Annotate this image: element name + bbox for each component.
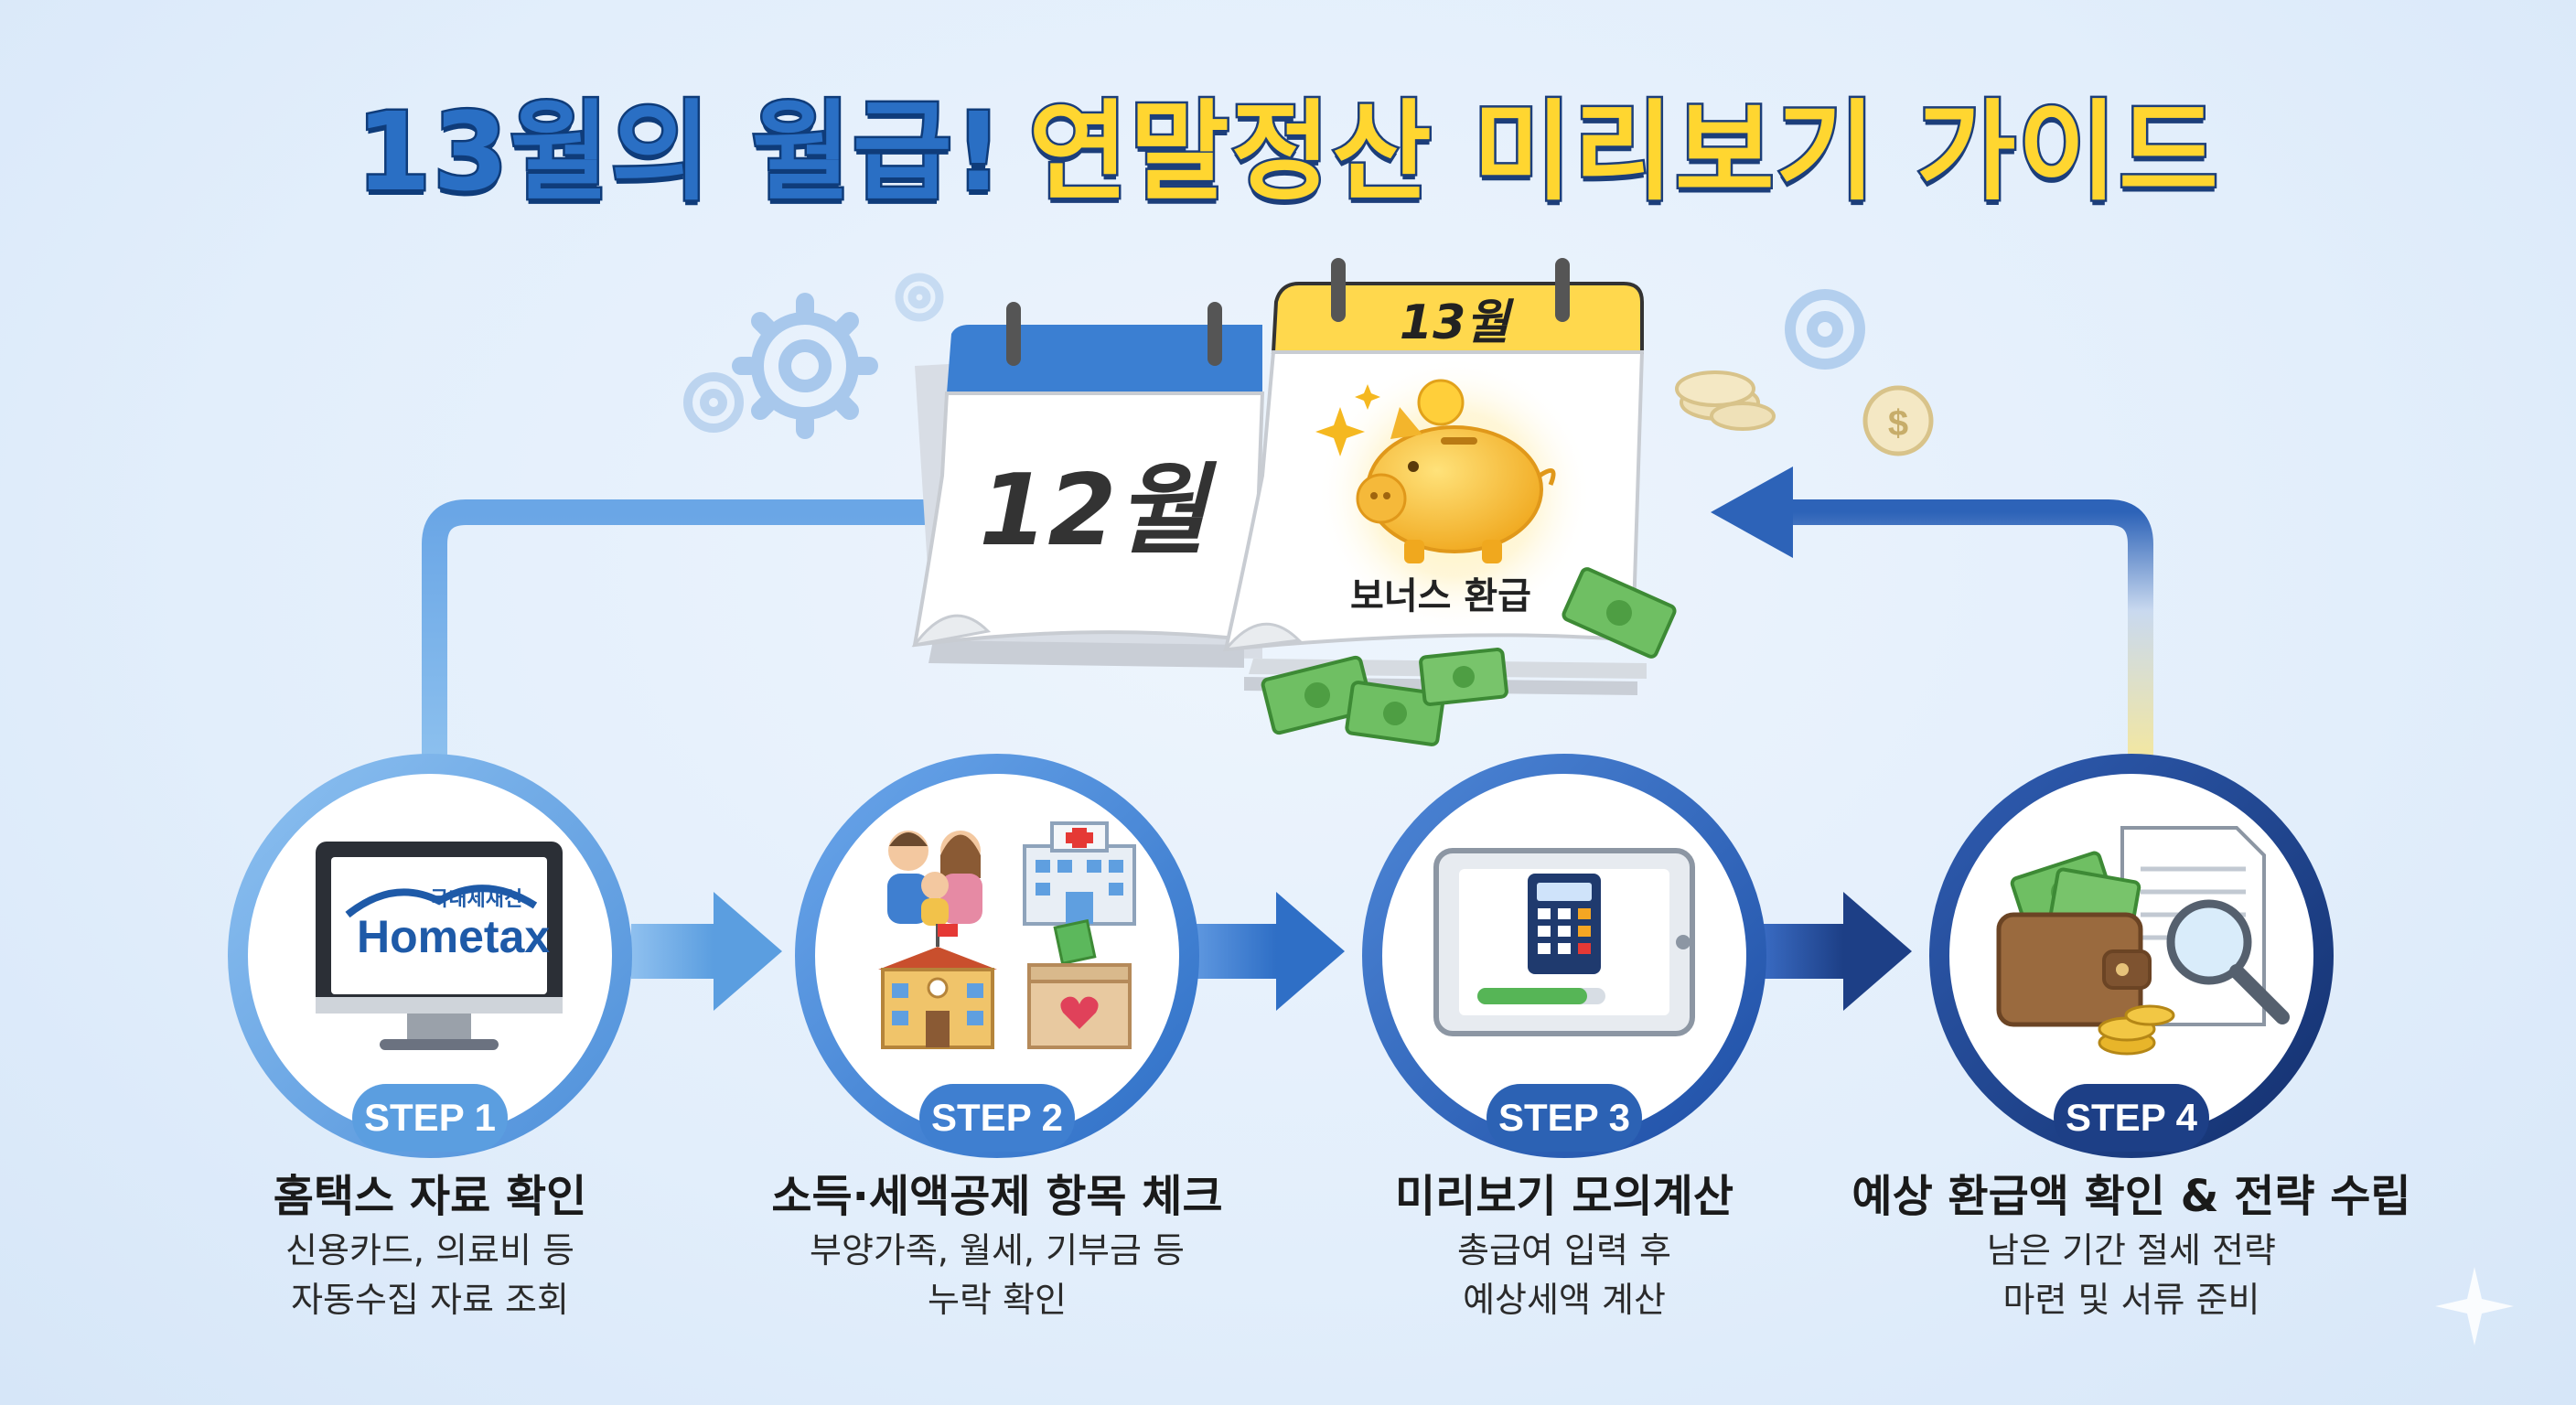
calendar-left-month: 12월 bbox=[979, 454, 1217, 568]
dollar-coin-icon: $ bbox=[1862, 385, 1934, 456]
title-part2: 연말정산 미리보기 가이드 bbox=[1026, 87, 2220, 218]
donation-box-icon bbox=[1027, 918, 1132, 1049]
sparkle-icon bbox=[2435, 1267, 2514, 1346]
sparkle-icon bbox=[1315, 384, 1380, 456]
calendar-right-month: 13월 bbox=[1400, 295, 1514, 350]
magnifier-icon bbox=[2166, 899, 2290, 1024]
step-2-pill: STEP 2 bbox=[919, 1084, 1075, 1152]
bonus-label: 보너스 환급 bbox=[1350, 575, 1531, 617]
wallet-icon bbox=[1996, 851, 2152, 1027]
gear-icon bbox=[895, 273, 944, 322]
monitor-icon bbox=[316, 842, 563, 1050]
coin-stack-icon bbox=[2098, 1004, 2175, 1056]
gear-icon bbox=[683, 372, 744, 433]
step-4-title: 예상 환급액 확인 & 전략 수립 bbox=[1852, 1171, 2411, 1222]
calculator-icon bbox=[1528, 874, 1601, 974]
flow-arrow-2 bbox=[1194, 892, 1345, 1011]
school-icon bbox=[878, 924, 997, 1049]
step-4-desc-line1: 남은 기간 절세 전략 bbox=[1987, 1230, 2276, 1271]
step-2-desc-line2: 누락 확인 bbox=[928, 1280, 1067, 1320]
step-2-desc-line1: 부양가족, 월세, 기부금 등 bbox=[810, 1230, 1185, 1271]
loop-connector-left bbox=[422, 499, 937, 772]
step-1-title: 홈택스 자료 확인 bbox=[273, 1171, 587, 1222]
step-1-desc: 신용카드, 의료비 등 자동수집 자료 조회 bbox=[137, 1226, 723, 1325]
calendar-december: 12월 bbox=[911, 302, 1265, 668]
svg-text:$: $ bbox=[1888, 403, 1908, 444]
gear-icon bbox=[1785, 289, 1865, 370]
step-3-desc: 총급여 입력 후 예상세액 계산 bbox=[1272, 1226, 1857, 1325]
flow-arrow-3 bbox=[1761, 892, 1912, 1011]
step-3-desc-line2: 예상세액 계산 bbox=[1463, 1280, 1666, 1320]
loop-connector-right bbox=[1711, 467, 2153, 772]
hometax-logo: Hometax bbox=[357, 911, 551, 962]
flow-arrow-1 bbox=[631, 892, 782, 1011]
page-title: 13월의 월급!연말정산 미리보기 가이드 bbox=[0, 64, 2576, 229]
step-1-pill: STEP 1 bbox=[352, 1084, 508, 1152]
step-4-desc-line2: 마련 및 서류 준비 bbox=[2002, 1280, 2260, 1320]
hospital-icon bbox=[1023, 821, 1136, 926]
hometax-small-label: 국내세새신 bbox=[430, 888, 523, 911]
calendar-thirteenth: 13월 보너스 환급 bbox=[1222, 258, 1647, 695]
step-3-title: 미리보기 모의계산 bbox=[1395, 1171, 1733, 1222]
step-4-desc: 남은 기간 절세 전략 마련 및 서류 준비 bbox=[1839, 1226, 2424, 1325]
step-3-pill: STEP 3 bbox=[1487, 1084, 1642, 1152]
step-1-desc-line2: 자동수집 자료 조회 bbox=[291, 1280, 569, 1320]
gear-icon bbox=[732, 293, 878, 439]
step-1-desc-line1: 신용카드, 의료비 등 bbox=[285, 1230, 574, 1271]
step-2-desc: 부양가족, 월세, 기부금 등 누락 확인 bbox=[704, 1226, 1290, 1325]
step-4-pill: STEP 4 bbox=[2054, 1084, 2209, 1152]
step-2-title: 소득·세액공제 항목 체크 bbox=[771, 1171, 1223, 1222]
coin-icon bbox=[1675, 370, 1776, 431]
money-bill-icon bbox=[1261, 567, 1677, 746]
step-3-desc-line1: 총급여 입력 후 bbox=[1457, 1230, 1671, 1271]
family-icon bbox=[887, 831, 982, 926]
loop-arrow-head bbox=[1711, 467, 1793, 558]
piggy-bank-icon bbox=[1356, 379, 1556, 563]
title-part1: 13월의 월급! bbox=[354, 87, 1005, 218]
